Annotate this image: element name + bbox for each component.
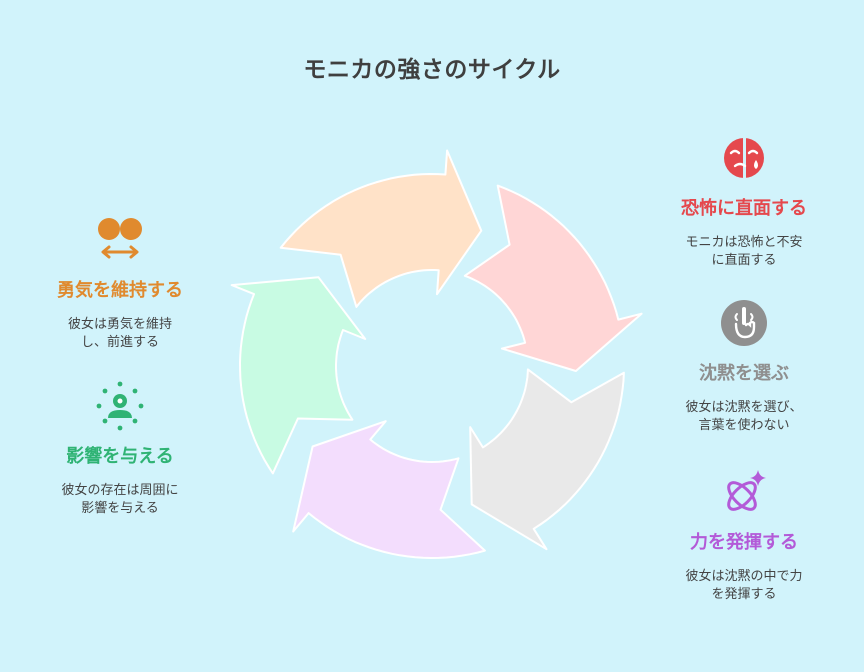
step-description: モニカは恐怖と不安 に直面する xyxy=(685,235,803,268)
step-description: 彼女は沈黙を選び、 言葉を使わない xyxy=(685,400,803,433)
step-description: 彼女は勇気を維持 し、前進する xyxy=(67,317,172,350)
step-heading: 力を発揮する xyxy=(690,532,798,553)
segment-exert-power xyxy=(292,420,486,559)
segment-choose-silence xyxy=(469,368,625,551)
balance-circles-icon xyxy=(98,218,142,259)
step-choose-silence: 沈黙を選ぶ 彼女は沈黙を選び、 言葉を使わない xyxy=(649,297,839,435)
step-heading: 影響を与える xyxy=(66,446,174,467)
hush-hand-icon xyxy=(721,300,767,346)
step-description: 彼女の存在は周囲に 影響を与える xyxy=(61,483,179,516)
step-exert-power: 力を発揮する 彼女は沈黙の中で力 を発揮する xyxy=(649,466,839,604)
atom-sparkle-icon xyxy=(727,470,766,511)
segment-influence xyxy=(230,276,367,475)
step-maintain-courage: 勇気を維持する 彼女は勇気を維持 し、前進する xyxy=(25,214,215,352)
step-influence: 影響を与える 彼女の存在は周囲に 影響を与える xyxy=(25,380,215,518)
crying-face-icon xyxy=(724,135,764,181)
segment-maintain-courage xyxy=(279,149,483,308)
segment-face-fear xyxy=(463,184,643,372)
step-heading: 勇気を維持する xyxy=(57,280,183,301)
step-face-fear: 恐怖に直面する モニカは恐怖と不安 に直面する xyxy=(649,132,839,270)
diagram-title: モニカの強さのサイクル xyxy=(303,57,561,83)
step-heading: 沈黙を選ぶ xyxy=(699,363,789,384)
step-heading: 恐怖に直面する xyxy=(681,198,807,219)
step-description: 彼女は沈黙の中で力 を発揮する xyxy=(685,569,803,602)
person-radiating-icon xyxy=(96,381,144,431)
